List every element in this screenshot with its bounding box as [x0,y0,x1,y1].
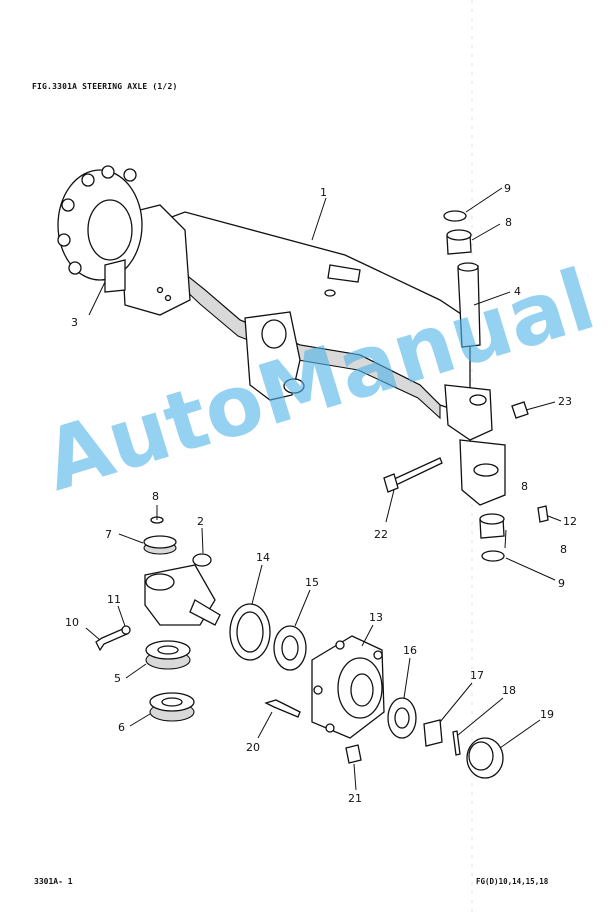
figure-title: FIG.3301A STEERING AXLE (1/2) [32,82,178,91]
bearing-16 [387,697,417,739]
needle-bearing-8-top [446,229,472,255]
bearing-15 [273,625,307,671]
callout-6: 6 [118,721,125,734]
needle-bearing-8-bottom [479,513,505,539]
callout-7: 7 [105,528,112,541]
hub-cap-19 [466,737,504,779]
grease-fitting-12 [537,505,549,523]
callout-14: 14 [256,551,270,564]
callout-8-pin: 8 [521,480,528,493]
callout-9-bottom: 9 [558,577,565,590]
callout-5: 5 [114,672,121,685]
callout-21: 21 [348,792,362,805]
callout-10: 10 [65,616,79,629]
bearing-8-knuckle [150,505,164,524]
hub-bolt-20 [264,699,301,718]
callout-12: 12 [563,515,577,528]
callout-23: 23 [558,395,572,408]
callout-18: 18 [502,684,516,697]
callout-8-bottom: 8 [560,543,567,556]
retaining-ring-9-bottom [481,550,505,562]
steering-knuckle-2 [144,553,221,626]
retaining-ring-9-top [443,210,467,222]
callout-labels: 1 2 3 4 5 6 7 8 8 8 8 9 9 10 11 12 13 14… [65,182,577,805]
page-code: 3301A- 1 [34,877,73,886]
leader-lines [85,187,562,791]
callout-4: 4 [514,285,521,298]
seal-6 [149,692,195,722]
callout-3: 3 [71,316,78,329]
nut-17 [423,719,443,747]
callout-11: 11 [107,593,121,606]
cotter-pin-18 [452,730,461,756]
callout-1: 1 [320,186,327,199]
shim-7 [143,535,177,555]
nut-23 [511,401,529,419]
callout-16: 16 [403,644,417,657]
hub-nut-21 [345,744,362,764]
callout-20: 20 [246,741,260,754]
callout-13: 13 [369,611,383,624]
washer-11 [121,625,131,635]
callout-19: 19 [540,708,554,721]
left-hub-assembly [57,165,143,293]
callout-22: 22 [374,528,388,541]
king-pin-4 [457,262,481,348]
oil-seal-14 [229,603,271,661]
wheel-hub-13 [311,635,385,739]
callout-2: 2 [197,515,204,528]
model-list: FG(D)10,14,15,18 [476,877,549,886]
callout-8-top: 8 [505,216,512,229]
callout-17: 17 [470,669,484,682]
callout-8-knuckle: 8 [152,490,159,503]
seal-5 [145,640,191,670]
callout-9-top: 9 [504,182,511,195]
bolt-22 [383,457,443,493]
callout-15: 15 [305,576,319,589]
